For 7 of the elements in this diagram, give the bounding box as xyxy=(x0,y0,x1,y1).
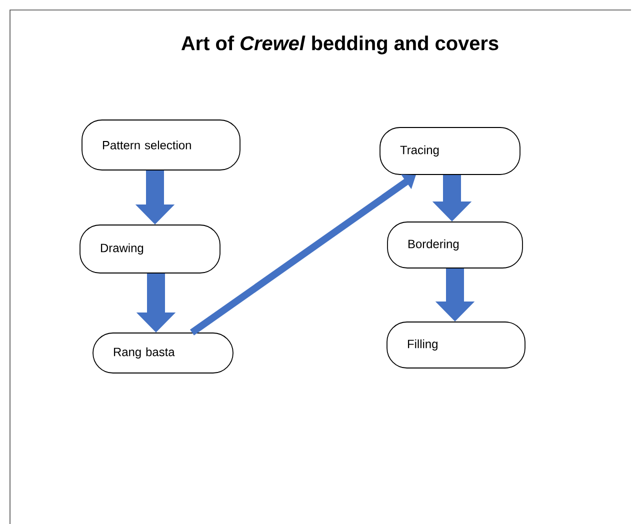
process-box: Drawing xyxy=(80,224,220,274)
process-box: Tracing xyxy=(380,127,520,175)
process-box: Rang basta xyxy=(92,332,234,374)
process-box: Filling xyxy=(386,322,526,368)
title: Art of Crewel bedding and covers xyxy=(181,36,498,54)
process-box: Bordering xyxy=(387,222,523,268)
process-box: Pattern selection xyxy=(82,120,240,170)
